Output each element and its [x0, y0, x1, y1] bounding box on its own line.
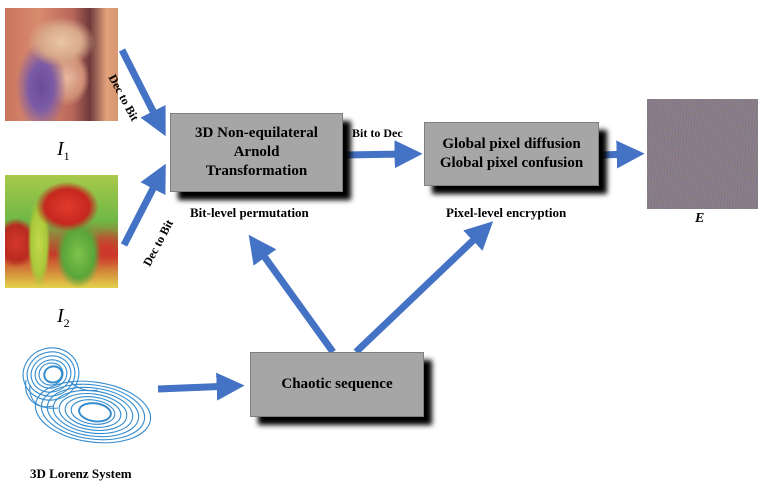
- arnold-line-3: Transformation: [205, 163, 308, 179]
- input-label-i2: I2: [57, 305, 70, 331]
- pixel-encryption-box: Global pixel diffusion Global pixel conf…: [424, 122, 599, 186]
- lena-image: [5, 8, 118, 121]
- arrow-chaotic-to-pixel: [353, 221, 494, 355]
- pixel-line-2: Global pixel confusion: [439, 155, 584, 171]
- lorenz-caption: 3D Lorenz System: [30, 466, 132, 481]
- peppers-image: [5, 175, 118, 288]
- arnold-line-1: 3D Non-equilateral: [195, 125, 318, 141]
- output-label-e: E: [695, 211, 705, 226]
- arnold-line-2: Arnold: [233, 144, 280, 160]
- arrow-peppers-to-arnold: [120, 163, 166, 247]
- chaotic-line-1: Chaotic sequence: [281, 376, 393, 392]
- input-label-i2-letter: I: [57, 305, 64, 327]
- input-label-i2-subscript: 2: [63, 316, 70, 330]
- arrow-chaotic-to-arnold: [248, 234, 336, 355]
- input-label-i1: I1: [57, 138, 70, 164]
- arrow-pixel-to-output: [599, 140, 645, 169]
- arnold-transformation-box: 3D Non-equilateral Arnold Transformation: [170, 113, 343, 192]
- arrow-arnold-to-pixel: [342, 140, 423, 169]
- pixel-line-1: Global pixel diffusion: [442, 136, 581, 152]
- arrow-lorenz-to-chaotic: [157, 372, 245, 401]
- arnold-caption: Bit-level permutation: [190, 205, 309, 220]
- input-label-i1-subscript: 1: [63, 149, 70, 163]
- chaotic-sequence-box: Chaotic sequence: [250, 352, 424, 417]
- encrypted-noise-image: [647, 99, 758, 209]
- pixel-caption: Pixel-level encryption: [446, 205, 567, 220]
- input-label-i1-letter: I: [57, 138, 64, 160]
- arrow-lena-to-arnold: [118, 48, 166, 137]
- lorenz-attractor-image: [22, 347, 152, 444]
- edge-label-bit-to-dec: Bit to Dec: [352, 126, 403, 140]
